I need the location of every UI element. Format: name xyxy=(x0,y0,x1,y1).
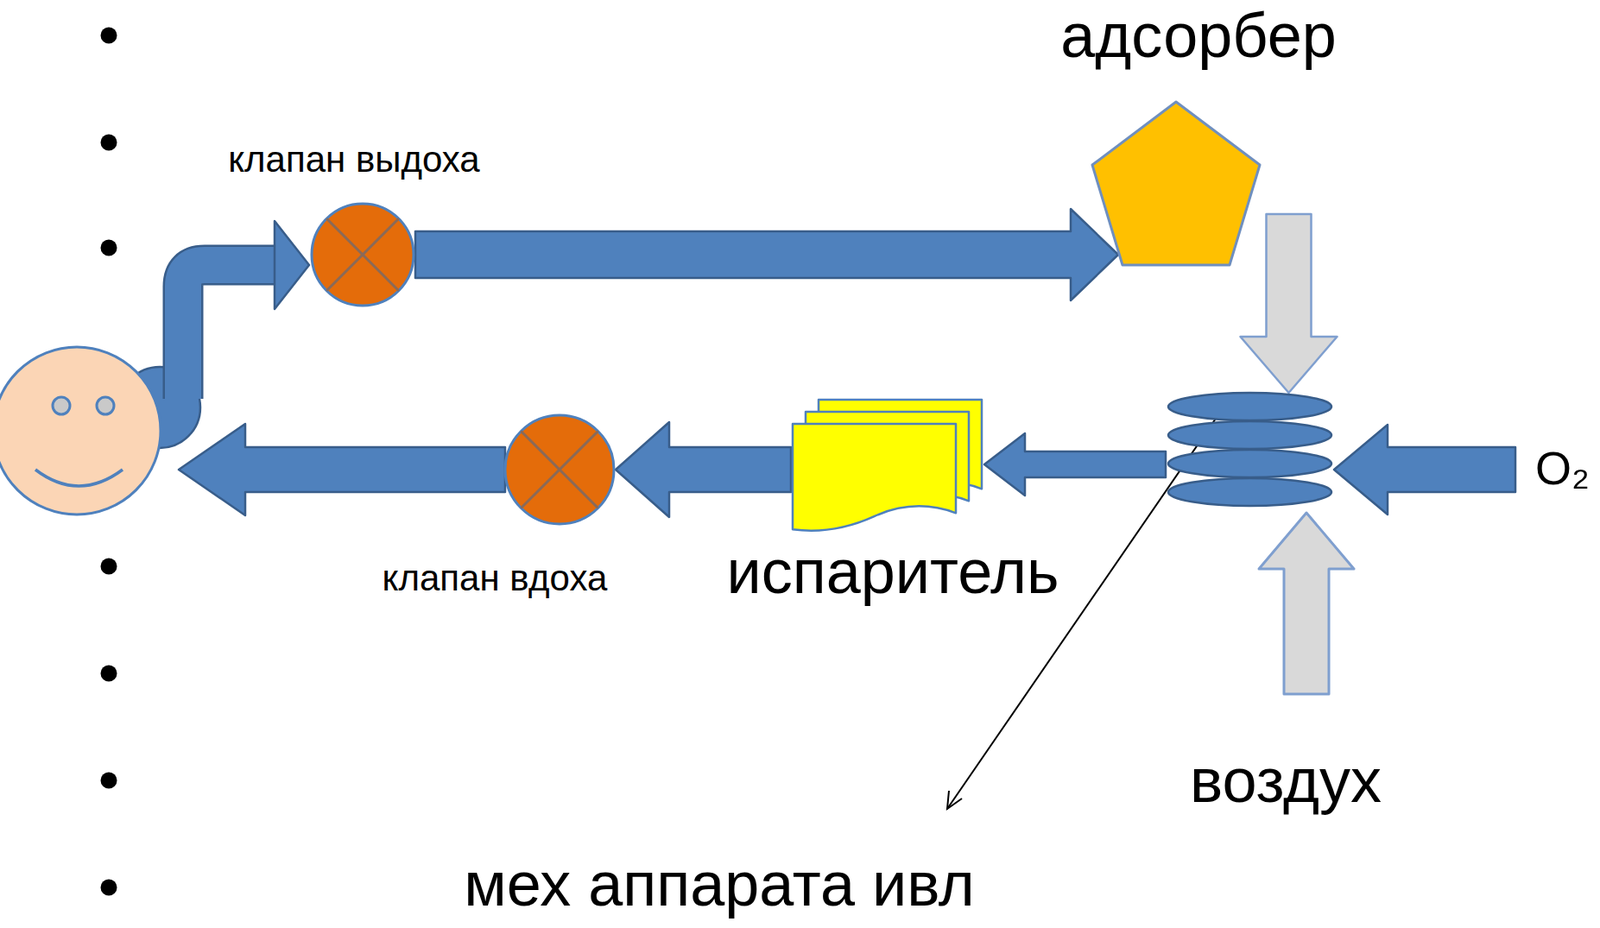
face-smile xyxy=(35,469,123,487)
leader-arrowhead xyxy=(947,790,962,810)
bellows-fold xyxy=(1168,449,1332,478)
valve-circle xyxy=(505,415,614,525)
vaporizer-sheet xyxy=(792,423,956,532)
node-label: клапан вдоха xyxy=(382,560,608,597)
flow-arrow xyxy=(1240,214,1338,393)
bullet xyxy=(101,665,118,683)
valve-cross xyxy=(520,430,598,508)
node-label: испаритель xyxy=(727,540,1060,603)
air-label: воздух xyxy=(1189,749,1382,812)
valve-cross xyxy=(326,218,399,291)
bellows-node: мех аппарата ивл xyxy=(1165,390,1335,512)
adsorber-pentagon xyxy=(1092,101,1260,266)
exhale-pipe xyxy=(183,265,280,399)
node-label: адсорбер xyxy=(1060,4,1336,67)
vaporizer-node: испаритель xyxy=(790,398,985,536)
bullet xyxy=(101,558,118,576)
node-shape xyxy=(503,413,616,526)
inhale-valve-node: клапан вдоха xyxy=(503,413,616,526)
bullet xyxy=(101,27,118,45)
leader-line xyxy=(947,413,1220,810)
patient-face xyxy=(0,347,161,515)
bellows-fold xyxy=(1168,421,1332,450)
flow-arrow xyxy=(415,208,1119,301)
exhale-valve-node: клапан выдоха xyxy=(309,202,416,308)
face-circle xyxy=(0,347,161,515)
node-label: клапан выдоха xyxy=(227,141,480,178)
flow-arrow xyxy=(615,422,791,518)
valve-cross xyxy=(326,218,399,291)
node-shape xyxy=(1089,99,1263,268)
bullet xyxy=(101,134,118,152)
node-shape xyxy=(1165,390,1335,512)
node-shape xyxy=(790,398,985,536)
bullet xyxy=(101,879,118,897)
bellows-fold xyxy=(1168,392,1332,421)
adsorber-node: адсорбер xyxy=(1089,99,1263,268)
bullet xyxy=(101,772,118,790)
exhale-pipe-outline xyxy=(183,265,280,399)
node-label: мех аппарата ивл xyxy=(463,853,975,916)
oxygen-inlet-arrow xyxy=(1334,424,1516,515)
face-eye xyxy=(96,397,114,415)
valve-circle xyxy=(311,203,414,306)
exhale-pipe-head xyxy=(274,221,310,310)
air-inlet-arrow xyxy=(1258,512,1354,695)
inhale-pipe-arrow xyxy=(178,423,506,516)
bullet xyxy=(101,240,118,257)
oxygen-label: O₂ xyxy=(1535,444,1590,492)
flow-arrow xyxy=(984,433,1166,496)
valve-cross xyxy=(520,430,598,508)
face-eye xyxy=(52,397,70,415)
bellows-fold xyxy=(1168,478,1332,506)
node-shape xyxy=(309,202,416,308)
